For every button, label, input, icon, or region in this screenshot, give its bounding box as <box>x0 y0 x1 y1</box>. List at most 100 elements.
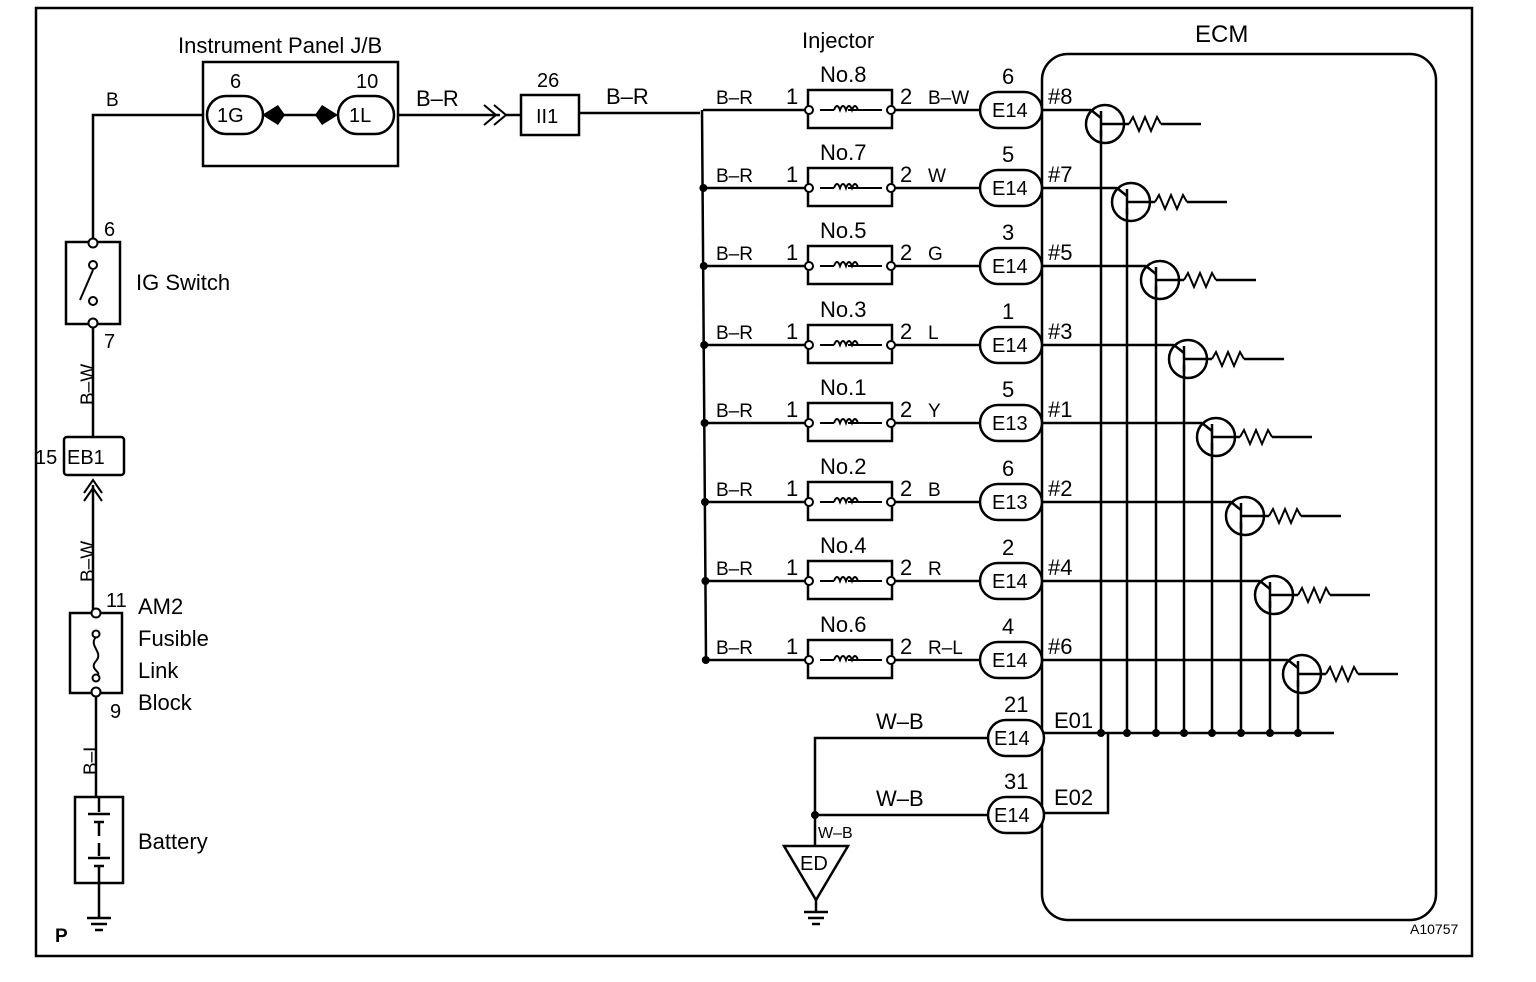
battery-ground-icon <box>87 883 111 932</box>
injector-name: No.2 <box>820 454 866 479</box>
ecm-connector-label: E14 <box>992 650 1028 672</box>
bus-junction-dot <box>701 577 710 585</box>
eb1-connector: EB1 15 <box>35 435 126 502</box>
ig-switch-pin-bottom: 7 <box>104 331 115 353</box>
injector-pin-out: 2 <box>900 240 912 265</box>
injector-pin-out: 2 <box>900 84 912 109</box>
jb-conn-right: 1L <box>349 105 371 127</box>
ii1-connector: II1 26 B–R <box>519 70 700 137</box>
wire-label-br-jb: B–R <box>416 86 459 111</box>
injector-pin-in: 1 <box>786 162 798 187</box>
injector-header: Injector <box>802 28 874 53</box>
ecm-pin-number: 3 <box>1002 220 1014 245</box>
instrument-panel-jb: Instrument Panel J/B 1G 1L 6 10 <box>178 33 400 168</box>
ecm-connector-label: E13 <box>992 413 1028 435</box>
injector-out-wire-label: Y <box>928 401 941 422</box>
ed-label: ED <box>800 853 828 875</box>
ecm-pin-number: 6 <box>1002 456 1014 481</box>
transistor-icon <box>1281 653 1398 737</box>
jb-pin-left: 6 <box>230 71 241 93</box>
bus-junction-dot <box>699 184 708 192</box>
injector-name: No.6 <box>820 612 866 637</box>
am2-fusible-link: 11 9 AM2 Fusible Link Block <box>68 590 209 723</box>
injector-out-wire-label: W <box>928 166 946 187</box>
injector-pin-in: 1 <box>786 634 798 659</box>
injector-out-wire-label: G <box>928 244 943 265</box>
injector-pin-in: 1 <box>786 84 798 109</box>
wire-label-wb-e01: W–B <box>876 709 924 734</box>
wire-label-bl: B–L <box>81 741 102 775</box>
transistor-icon <box>1167 338 1284 737</box>
ecm-signal-label: #2 <box>1048 476 1072 501</box>
bus-junction-dot <box>701 656 710 664</box>
ecm-signal-label: #8 <box>1048 84 1072 109</box>
ecm-signal-label: E01 <box>1054 708 1093 733</box>
ecm-connector-label: E14 <box>992 256 1028 278</box>
injector-pin-in: 1 <box>786 476 798 501</box>
injector-pin-out: 2 <box>900 162 912 187</box>
injector-bus <box>700 109 708 661</box>
injector-name: No.8 <box>820 62 866 87</box>
injector-out-wire-label: R <box>928 559 942 580</box>
injector-name: No.7 <box>820 140 866 165</box>
wire-label-wb-ed: W–B <box>818 825 853 842</box>
ecm-connector-label: E14 <box>994 728 1030 750</box>
transistor-icon <box>1224 495 1341 737</box>
ecm-pin-number: 6 <box>1002 64 1014 89</box>
ecm-label: ECM <box>1195 21 1248 48</box>
injector-pin-in: 1 <box>786 319 798 344</box>
am2-label-line2: Fusible <box>138 626 209 651</box>
injector-out-wire-label: B <box>928 480 941 501</box>
injector-pin-out: 2 <box>900 555 912 580</box>
ecm-signal-label: E02 <box>1054 785 1093 810</box>
bus-junction-dot <box>699 262 708 270</box>
battery-label: Battery <box>138 829 208 854</box>
injector-in-wire-label: B–R <box>716 244 753 265</box>
injector-name: No.3 <box>820 297 866 322</box>
ecm-pin-number: 21 <box>1004 692 1028 717</box>
ecm-pin-number: 1 <box>1002 299 1014 324</box>
diagram-frame <box>34 6 1474 958</box>
ecm-connector-label: E14 <box>994 805 1030 827</box>
injector-name: No.5 <box>820 218 866 243</box>
injector-pin-out: 2 <box>900 397 912 422</box>
ecm-pin-number: 5 <box>1002 142 1014 167</box>
ecm-connector-label: E14 <box>992 178 1028 200</box>
footer-left: P <box>55 926 68 947</box>
e02-link <box>1042 733 1110 815</box>
am2-label-line4: Block <box>138 690 193 715</box>
transistor-icon <box>1084 103 1201 737</box>
battery-icon: Battery <box>73 795 208 885</box>
ecm-block: ECM <box>1040 21 1438 922</box>
transistor-icon <box>1195 416 1312 737</box>
ed-ground: W–B W–B W–B ED <box>781 709 988 926</box>
injector-name: No.4 <box>820 533 866 558</box>
ecm-pin-number: 4 <box>1002 614 1014 639</box>
ecm-signal-label: #4 <box>1048 555 1072 580</box>
jb-title: Instrument Panel J/B <box>178 33 382 58</box>
injector-pin-out: 2 <box>900 476 912 501</box>
ecm-signal-label: #1 <box>1048 397 1072 422</box>
wire-label-wb-e02: W–B <box>876 786 924 811</box>
am2-pin-top: 11 <box>106 590 127 612</box>
ecm-connector-label: E14 <box>992 100 1028 122</box>
injector-in-wire-label: B–R <box>716 166 753 187</box>
ecm-signal-label: #7 <box>1048 162 1072 187</box>
power-chain: B 6 7 IG Switch B–W EB1 15 B–W <box>35 90 230 932</box>
injector-pin-in: 1 <box>786 397 798 422</box>
ii1-pin: 26 <box>537 70 559 92</box>
eb1-label: EB1 <box>67 447 105 469</box>
injector-pin-out: 2 <box>900 634 912 659</box>
jb-to-ii1-wire: B–R <box>398 86 521 126</box>
injector-out-wire-label: R–L <box>928 638 963 659</box>
